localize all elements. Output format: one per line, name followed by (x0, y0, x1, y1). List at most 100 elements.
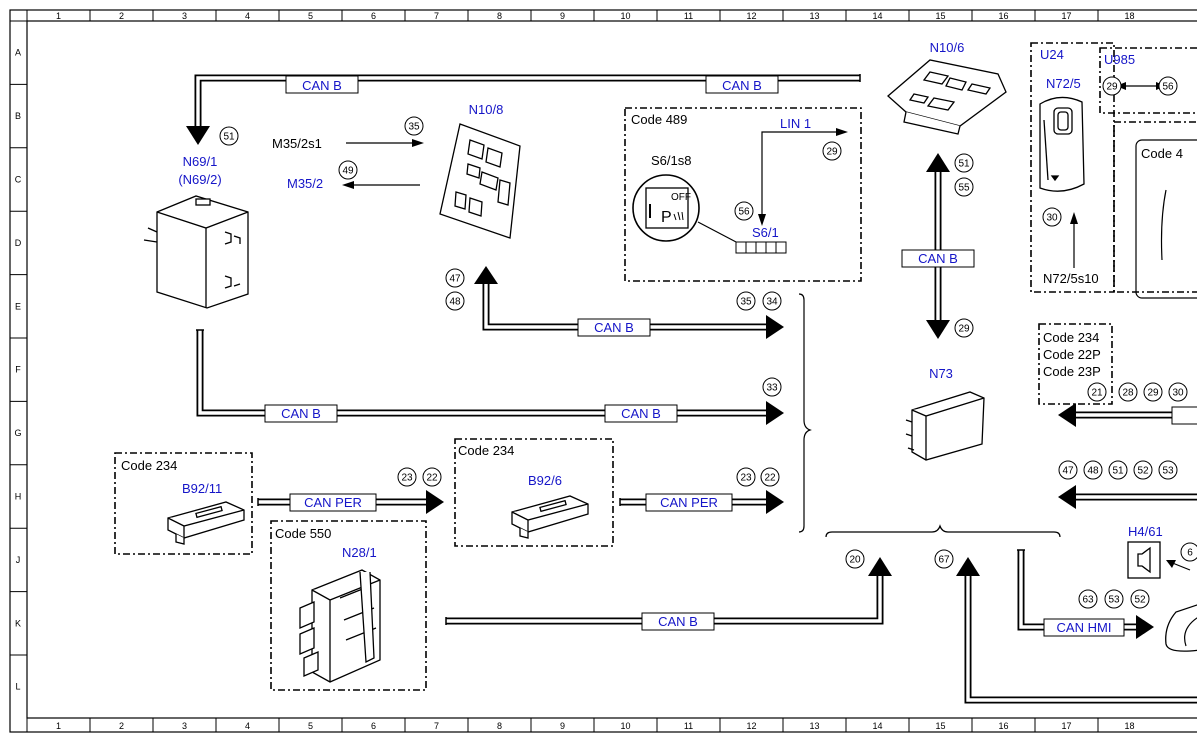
svg-text:6: 6 (1187, 548, 1193, 559)
s6-1-connector (735, 241, 787, 254)
n10-8-module (439, 123, 521, 239)
svg-text:33: 33 (766, 383, 778, 394)
grid-column-label: 7 (434, 721, 439, 731)
ref-circle: 21 (1087, 382, 1107, 402)
grid-row-label: L (15, 682, 20, 692)
grid-column-label: 14 (872, 11, 882, 21)
svg-text:51: 51 (223, 132, 235, 143)
n73-module (905, 391, 985, 461)
ref-circle: 29 (822, 141, 842, 161)
grid-column-label: 18 (1124, 721, 1134, 731)
ref-circle: 49 (338, 160, 358, 180)
code-489-box (624, 107, 862, 282)
ref-circle: 22 (422, 467, 442, 487)
bottom-bracket (825, 524, 1061, 538)
ref-circle: 51 (219, 126, 239, 146)
grid-column-label: 2 (119, 11, 124, 21)
m35-2-label: M35/2 (287, 176, 323, 191)
partial-display-device (1165, 604, 1197, 652)
can-b-lower-line: CAN B CAN B (196, 329, 784, 425)
svg-text:OFF: OFF (671, 192, 691, 203)
code-550-box (270, 520, 427, 691)
ref-circle: 52 (1130, 589, 1150, 609)
svg-text:P: P (661, 209, 672, 226)
n72-5-label: N72/5 (1046, 76, 1081, 91)
can-b-n10-8-line: CAN B (474, 266, 784, 339)
n10-6-label: N10/6 (930, 40, 965, 55)
u24-label: U24 (1040, 47, 1064, 62)
ref-circle: 55 (954, 177, 974, 197)
grid-column-label: 12 (746, 11, 756, 21)
grid-row-label: E (15, 301, 21, 311)
svg-text:20: 20 (849, 555, 861, 566)
can-b-bottom-line: CAN B (445, 557, 892, 631)
can-b-label: CAN B (281, 406, 321, 421)
grid-column-label: 17 (1061, 721, 1071, 731)
can-b-label: CAN B (918, 251, 958, 266)
b92-6-label: B92/6 (528, 473, 562, 488)
grid-column-label: 18 (1124, 11, 1134, 21)
ref-circle: 35 (736, 291, 756, 311)
svg-text:30: 30 (1172, 388, 1184, 399)
svg-text:47: 47 (1062, 466, 1074, 477)
ref-circle: 48 (445, 291, 465, 311)
grid-column-label: 11 (684, 721, 693, 731)
svg-text:28: 28 (1122, 388, 1134, 399)
svg-text:53: 53 (1162, 466, 1174, 477)
code-234-label: Code 234 (458, 443, 514, 458)
line-67 (956, 557, 1197, 704)
ref-circle: 52 (1133, 460, 1153, 480)
grid-column-label: 6 (371, 11, 376, 21)
n72-5s10-label: N72/5s10 (1043, 271, 1099, 286)
svg-text:29: 29 (1147, 388, 1159, 399)
svg-text:48: 48 (1087, 466, 1099, 477)
grid-column-label: 12 (746, 721, 756, 731)
h4-61-label: H4/61 (1128, 524, 1163, 539)
svg-text:63: 63 (1082, 595, 1094, 606)
lin1-label: LIN 1 (780, 116, 811, 131)
n10-6-module (887, 59, 1007, 135)
svg-text:51: 51 (1112, 466, 1124, 477)
code-234-b92-6-box (454, 438, 614, 547)
grid-column-label: 1 (56, 721, 61, 731)
can-b-label: CAN B (302, 78, 342, 93)
svg-text:52: 52 (1137, 466, 1149, 477)
can-b-label: CAN B (658, 614, 698, 629)
code-550-label: Code 550 (275, 526, 331, 541)
m35-2s1-label: M35/2s1 (272, 136, 322, 151)
n69-1-module (143, 195, 249, 309)
code-234-label: Code 234 (121, 458, 177, 473)
code-partial-inner (1135, 139, 1197, 299)
svg-text:55: 55 (958, 183, 970, 194)
can-b-label: CAN B (722, 78, 762, 93)
grid-column-label: 1 (56, 11, 61, 21)
ref-circle: 67 (934, 549, 954, 569)
ref-circle: 30 (1168, 382, 1188, 402)
ref-circle: 28 (1118, 382, 1138, 402)
can-per-line-1: CAN PER (257, 490, 444, 514)
group-bracket (798, 293, 812, 533)
grid-column-label: 8 (497, 721, 502, 731)
svg-text:34: 34 (766, 297, 778, 308)
ref-circle: 56 (1158, 76, 1178, 96)
ref-circle: 22 (760, 467, 780, 487)
code-partial-label: Code 4 (1141, 146, 1183, 161)
grid-column-label: 5 (308, 721, 313, 731)
right-arrow-upper (1058, 403, 1197, 427)
ref-circle: 23 (736, 467, 756, 487)
svg-text:35: 35 (408, 122, 420, 133)
code-234-22p-23p-box (1038, 323, 1113, 405)
svg-text:52: 52 (1134, 595, 1146, 606)
ref-circle: 51 (1108, 460, 1128, 480)
grid-column-label: 16 (998, 721, 1008, 731)
grid-column-label: 10 (620, 721, 630, 731)
grid-column-label: 8 (497, 11, 502, 21)
n10-8-label: N10/8 (469, 102, 504, 117)
svg-text:29: 29 (1106, 82, 1118, 93)
grid-column-label: 7 (434, 11, 439, 21)
u985-box (1099, 47, 1197, 114)
grid-row-label: G (14, 428, 21, 438)
